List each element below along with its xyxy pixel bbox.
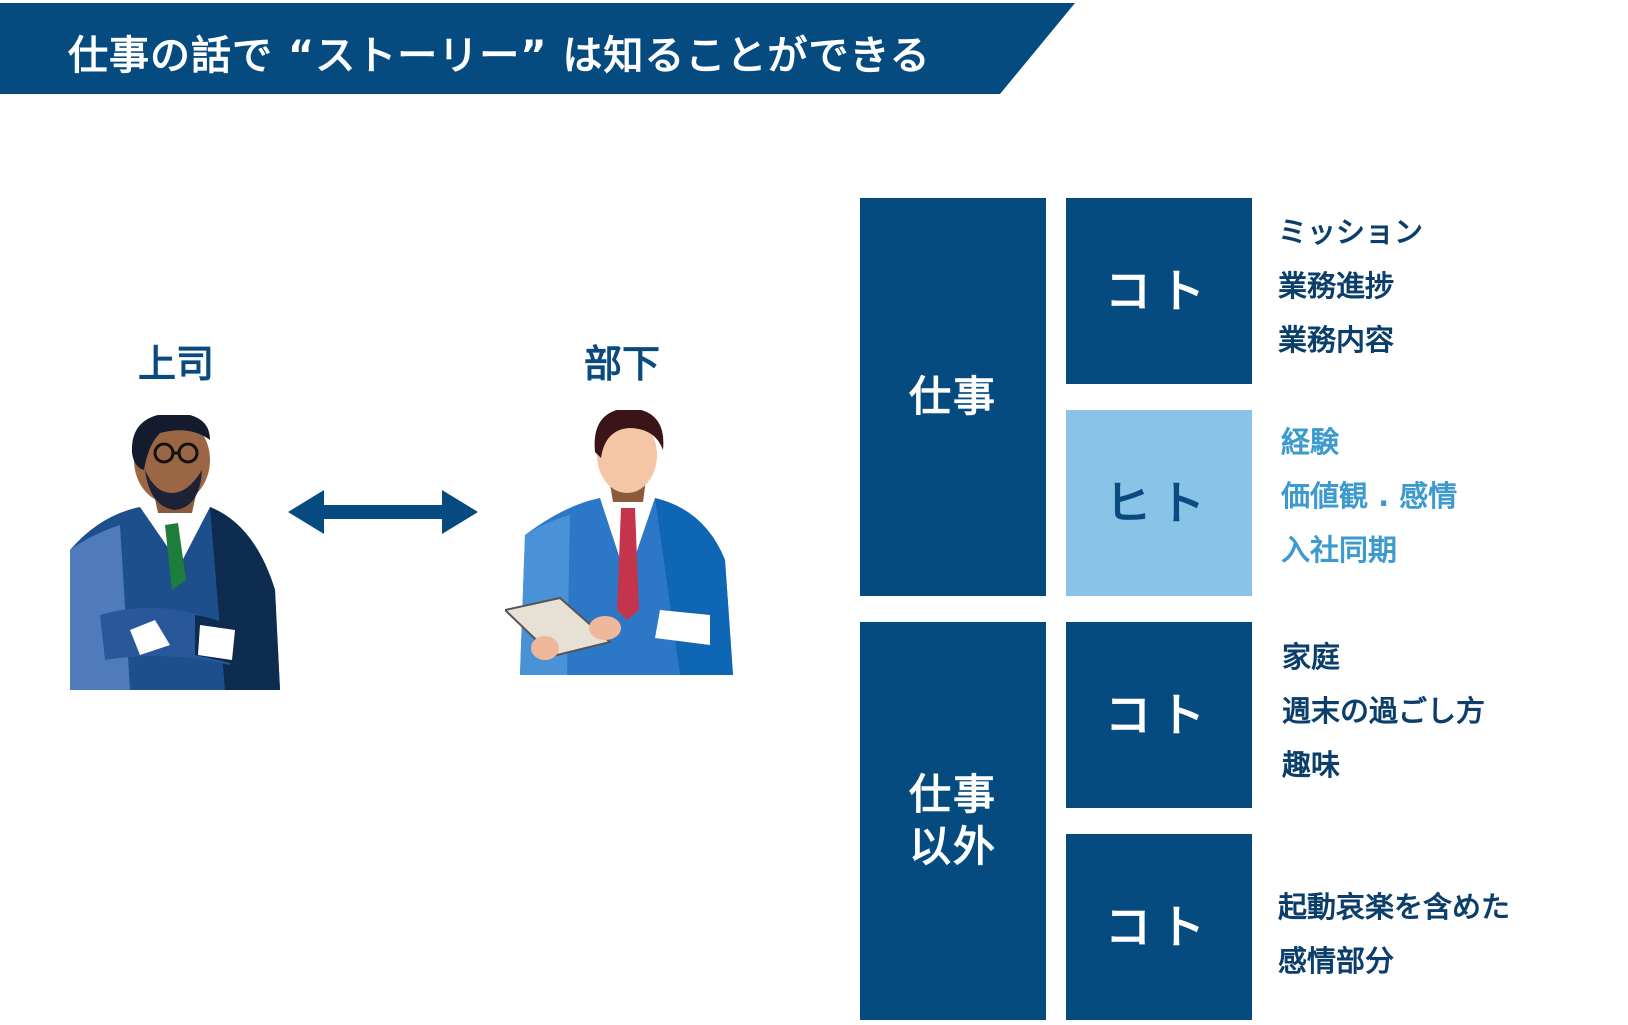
non-work-label-line2: 以外 bbox=[908, 822, 997, 871]
work-koto-tag: コト bbox=[1105, 264, 1213, 318]
list-item: 経験 bbox=[1281, 425, 1340, 459]
list-item: 感情部分 bbox=[1278, 944, 1395, 978]
non-work-label: 仕事 以外 bbox=[909, 769, 997, 873]
list-item: 価値観 . 感情 bbox=[1281, 479, 1458, 513]
non-work-koto-block-1: コト bbox=[1066, 622, 1252, 808]
non-work-koto-list-2: 起動哀楽を含めた 感情部分 bbox=[1278, 880, 1510, 988]
non-work-koto-list-1: 家庭 週末の過ごし方 趣味 bbox=[1282, 630, 1485, 792]
non-work-koto-tag-1: コト bbox=[1105, 688, 1213, 742]
work-koto-list: ミッション 業務進捗 業務内容 bbox=[1278, 205, 1423, 367]
non-work-koto-tag-2: コト bbox=[1105, 900, 1213, 954]
list-item: 家庭 bbox=[1282, 640, 1341, 674]
banner-shape bbox=[0, 3, 1075, 94]
list-item: ミッション bbox=[1278, 215, 1424, 249]
list-item: 業務内容 bbox=[1278, 323, 1395, 357]
work-koto-block: コト bbox=[1066, 198, 1252, 384]
work-hito-tag: ヒト bbox=[1105, 476, 1213, 530]
list-item: 業務進捗 bbox=[1278, 269, 1395, 303]
work-hito-list: 経験 価値観 . 感情 入社同期 bbox=[1281, 415, 1457, 577]
non-work-koto-block-2: コト bbox=[1066, 834, 1252, 1020]
work-label: 仕事 bbox=[908, 372, 997, 421]
work-block: 仕事 bbox=[860, 198, 1046, 596]
work-hito-block: ヒト bbox=[1066, 410, 1252, 596]
list-item: 起動哀楽を含めた bbox=[1278, 890, 1511, 924]
subordinate-figure bbox=[505, 410, 733, 675]
page-title: 仕事の話で “ストーリー” は知ることができる bbox=[68, 33, 931, 79]
double-arrow-icon bbox=[288, 490, 478, 534]
boss-figure bbox=[70, 415, 280, 690]
subordinate-label: 部下 bbox=[584, 342, 661, 386]
list-item: 趣味 bbox=[1282, 748, 1341, 782]
list-item: 入社同期 bbox=[1281, 533, 1398, 567]
title-banner: 仕事の話で “ストーリー” は知ることができる bbox=[0, 3, 1075, 94]
non-work-block: 仕事 以外 bbox=[860, 622, 1046, 1020]
boss-label: 上司 bbox=[138, 342, 215, 386]
list-item: 週末の過ごし方 bbox=[1282, 694, 1486, 728]
non-work-label-line1: 仕事 bbox=[908, 770, 997, 819]
